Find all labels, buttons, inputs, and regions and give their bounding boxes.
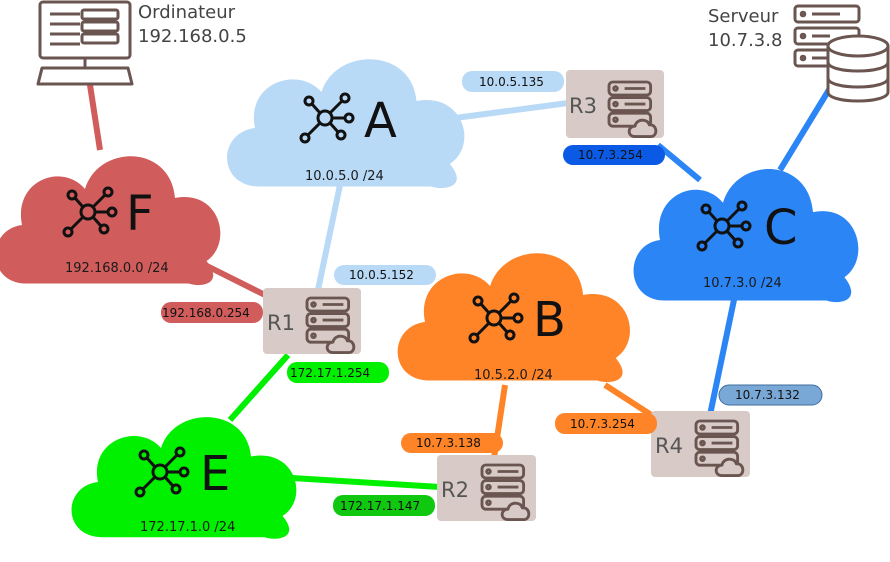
- interface-tag-r1-f: 192.168.0.254: [161, 302, 263, 323]
- interface-tag-r4-b: 10.7.3.254: [555, 413, 657, 434]
- link-b-r4: [603, 382, 658, 421]
- computer-icon: [36, 0, 134, 86]
- svg-text:192.168.0.254: 192.168.0.254: [162, 306, 250, 320]
- router-label: R3: [569, 94, 597, 118]
- interface-tag-r4-c: 10.7.3.132: [718, 384, 823, 406]
- server-name: Serveur: [708, 6, 779, 27]
- interface-tag-r3-c: 10.7.3.254: [563, 145, 665, 165]
- router-label: R4: [655, 434, 683, 458]
- link-r3-c: [656, 142, 702, 183]
- computer-ip: 192.168.0.5: [138, 26, 247, 47]
- server-database-icon: [793, 4, 890, 103]
- computer-device[interactable]: Ordinateur 192.168.0.5: [36, 0, 247, 86]
- network-subnet-e: 172.17.1.0 /24: [140, 520, 235, 535]
- link-r1-e: [227, 353, 291, 422]
- interface-tag-r3-a: 10.0.5.135: [462, 71, 564, 92]
- svg-text:172.17.1.254: 172.17.1.254: [290, 366, 370, 380]
- server-device[interactable]: Serveur 10.7.3.8: [708, 4, 890, 103]
- svg-text:172.17.1.147: 172.17.1.147: [340, 499, 420, 513]
- network-letter-f: F: [126, 186, 154, 242]
- network-subnet-a: 10.0.5.0 /24: [305, 169, 384, 184]
- interface-tag-r2-b: 10.7.3.138: [401, 433, 503, 453]
- router-r1[interactable]: R1: [263, 288, 361, 355]
- network-letter-e: E: [200, 446, 230, 502]
- link-a-r1: [315, 184, 343, 291]
- link-f-r1: [203, 262, 267, 298]
- network-subnet-f: 192.168.0.0 /24: [65, 261, 169, 276]
- svg-text:10.7.3.132: 10.7.3.132: [735, 388, 800, 402]
- svg-text:10.0.5.152: 10.0.5.152: [349, 268, 414, 282]
- router-label: R2: [441, 478, 469, 502]
- router-r2[interactable]: R2: [437, 455, 536, 522]
- svg-text:10.0.5.135: 10.0.5.135: [479, 75, 544, 89]
- router-r3[interactable]: R3: [566, 70, 664, 139]
- server-ip: 10.7.3.8: [708, 30, 782, 51]
- router-r4[interactable]: R4: [651, 411, 750, 478]
- interface-tag-r2-e: 172.17.1.147: [333, 495, 435, 516]
- network-letter-c: C: [764, 200, 798, 256]
- network-subnet-b: 10.5.2.0 /24: [474, 368, 553, 383]
- svg-text:10.7.3.254: 10.7.3.254: [570, 417, 635, 431]
- svg-text:10.7.3.138: 10.7.3.138: [416, 436, 481, 450]
- router-label: R1: [267, 311, 295, 335]
- network-letter-a: A: [364, 93, 397, 149]
- link-e-r2: [291, 475, 441, 490]
- link-computer-f: [87, 84, 103, 151]
- network-subnet-c: 10.7.3.0 /24: [703, 276, 782, 291]
- link-a-r3: [454, 100, 569, 121]
- link-c-r4: [707, 294, 738, 416]
- network-letter-b: B: [533, 292, 566, 348]
- interface-tag-r1-a: 10.0.5.152: [334, 265, 436, 285]
- computer-name: Ordinateur: [138, 2, 236, 23]
- svg-text:10.7.3.254: 10.7.3.254: [578, 148, 643, 162]
- interface-tag-r1-e: 172.17.1.254: [287, 362, 389, 383]
